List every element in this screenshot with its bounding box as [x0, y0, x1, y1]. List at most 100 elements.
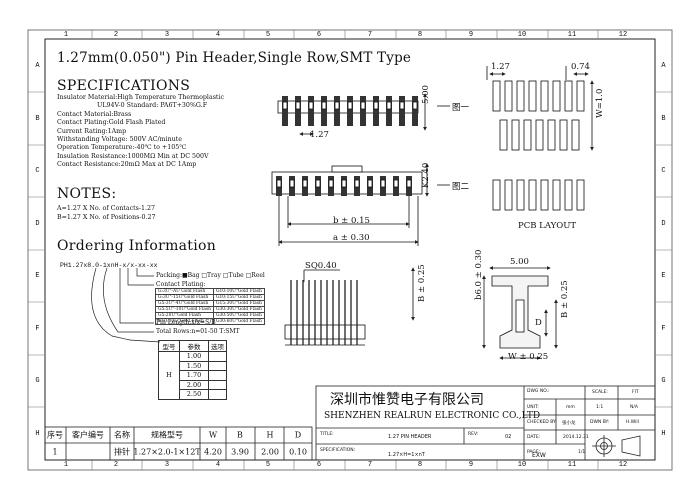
row-label: C [661, 167, 666, 175]
row-label: E [661, 272, 666, 280]
col-label: 12 [618, 461, 628, 469]
row-label: D [35, 220, 40, 228]
row-label: G [35, 377, 40, 385]
spec-line: Insulator Material:High Temperature Ther… [57, 94, 225, 101]
page-label: PAGE: [527, 450, 541, 455]
row-label: F [661, 325, 666, 333]
col-label: 11 [567, 31, 577, 39]
a-dimension: a ± 0.30 [333, 233, 370, 243]
spec-line: Contact Plating:Gold Flash Plated [57, 119, 166, 127]
unit-label: UNIT: [527, 405, 539, 410]
W-dimension: W ± 0.25 [508, 352, 549, 362]
figure-2-side-view [271, 163, 450, 246]
table-cell: 1 [52, 447, 58, 457]
date-label: DATE: [527, 435, 541, 440]
notes-heading: NOTES: [57, 186, 117, 202]
col-label: 2 [113, 31, 119, 39]
col-label: 2 [113, 461, 119, 469]
plating-cell: G30:60U"Gold Flash [213, 318, 265, 325]
figure-4-side-profile [482, 266, 558, 360]
specification-label: SPECIFICATION: [320, 448, 356, 453]
row-label: E [35, 272, 40, 280]
col-label: 6 [316, 461, 322, 469]
table-header: 序号 [47, 430, 63, 440]
col-label: 8 [417, 461, 423, 469]
col-label: 9 [468, 31, 474, 39]
dwn-by-value: H.Will [626, 420, 639, 425]
column-ruler-top: 1 2 3 4 5 6 7 8 9 10 11 12 [36, 31, 666, 40]
col-label: 5 [265, 31, 271, 39]
specifications-heading: SPECIFICATIONS [57, 78, 191, 94]
company-name-en: SHENZHEN REALRUN ELECTRONIC CO.,LTD [324, 411, 541, 421]
col-label: 6 [316, 31, 322, 39]
table-header: 规格型号 [151, 430, 183, 440]
title-value: 1.27 PIN HEADER [388, 434, 432, 440]
scale-label: SCALE: [592, 390, 608, 395]
row-label: F [35, 325, 40, 333]
param-header: 型号 [158, 340, 180, 352]
table-header: D [294, 430, 302, 440]
spec-line: Current Rating:1Amp [57, 127, 127, 135]
col-label: 1 [63, 31, 69, 39]
table-cell: 4.20 [204, 447, 222, 457]
spec-line: Insulation Resistance:1000MΩ Min at DC 5… [57, 152, 209, 160]
figure-1-label: 图一 [452, 103, 470, 113]
table-header: 客户编号 [72, 430, 104, 440]
spec-line: UL94V-0 Standard: PA6T+30%G.F [57, 102, 208, 110]
col-label: 4 [215, 31, 221, 39]
col-label: 12 [618, 31, 628, 39]
table-header: B [237, 430, 243, 440]
table-header: H [266, 430, 274, 440]
table-header: 名称 [114, 430, 130, 440]
col-label: 1 [63, 461, 69, 469]
title-label: TITLE: [320, 432, 334, 437]
row-label: G [661, 377, 666, 385]
plating-cell: G10:30U"Gold Flash [155, 318, 214, 325]
page-value: 1/1 [578, 450, 586, 455]
row-label: A [35, 62, 40, 70]
row-label: D [661, 220, 666, 228]
col-label: 10 [517, 31, 527, 39]
b-dimension: b ± 0.15 [333, 216, 370, 226]
projection-symbol [592, 435, 641, 457]
note-line: B=1.27 X No. of Positions-0.27 [57, 214, 156, 221]
note-line: A=1.27 X No. of Contacts-1.27 [57, 205, 156, 212]
spec-line: Contact Material:Brass [57, 110, 132, 118]
col-label: 3 [164, 31, 170, 39]
specification-value: 1.27×H=1×nT [388, 452, 425, 458]
spec-line: Withstanding Voltage: 500V AC/minute [57, 136, 183, 144]
row-label: B [35, 115, 40, 123]
col-label: 9 [468, 461, 474, 469]
table-header: W [208, 430, 218, 440]
row-label: A [661, 62, 666, 70]
col-label: 11 [567, 461, 577, 469]
rev-label: REV: [468, 432, 479, 437]
row-label: H [35, 430, 40, 438]
column-ruler-bottom: 1 2 3 4 5 6 7 8 9 10 11 12 [36, 461, 666, 470]
table-cell: 2.00 [261, 447, 279, 457]
row-label: H [661, 430, 666, 438]
packing-option: Packing:■Bag □Tray □Tube □Reel [156, 272, 265, 279]
table-cell: 排针 [114, 447, 130, 457]
figure-3-front-view [284, 267, 415, 346]
company-name-cn: 深圳市惟赞电子有限公司 [330, 392, 484, 408]
col-label: 10 [517, 461, 527, 469]
col-label: 7 [367, 461, 373, 469]
drawing-title: 1.27mm(0.050") Pin Header,Single Row,SMT… [57, 50, 412, 66]
fit-value: N/A [630, 405, 638, 410]
row-ruler-right: A B C D E F G H [659, 39, 668, 459]
figure-2-label: 图二 [452, 182, 470, 192]
total-rows-option: Total Rows:n=01-50 T:SMT [156, 328, 240, 335]
col-label: 8 [417, 31, 423, 39]
width-500-dimension: 5.00 [510, 257, 529, 267]
col-label: 3 [164, 461, 170, 469]
date-value: 2014.12.31 [563, 435, 589, 440]
checked-by-value: 张小龙 [562, 421, 576, 426]
sq-dimension: SQ0.40 [305, 261, 337, 271]
pcb-layout-drawing [486, 66, 594, 211]
